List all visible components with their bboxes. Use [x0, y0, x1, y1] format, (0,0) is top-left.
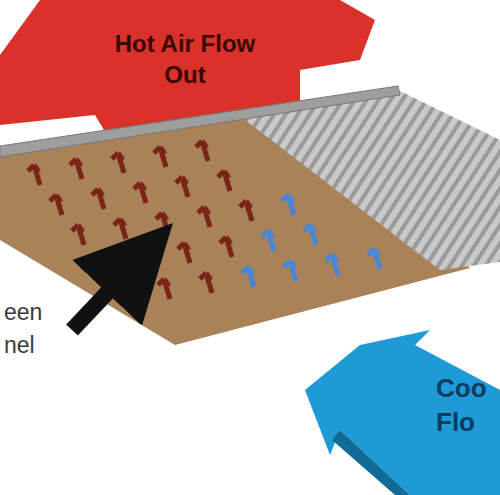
cool-air-arrow	[305, 330, 500, 495]
flow-arrow	[178, 243, 190, 263]
flow-arrow	[262, 231, 274, 251]
arrow-text: Coo Flo	[436, 372, 498, 440]
flow-arrow	[70, 159, 82, 179]
flow-arrow	[368, 249, 380, 269]
arrow-text: Hot Air Flow Out	[110, 28, 260, 90]
corrugated-cladding	[240, 90, 500, 270]
flow-arrow	[50, 195, 62, 215]
cool-air-label-box: Coo Flo	[436, 372, 498, 440]
flow-arrow	[200, 273, 212, 293]
flow-arrow	[284, 261, 296, 281]
flow-arrow	[28, 165, 40, 185]
flow-arrow	[218, 171, 230, 191]
flow-arrow	[240, 201, 252, 221]
flow-arrow	[114, 219, 126, 239]
flow-arrow	[158, 279, 170, 299]
cool-air-arrow-side	[332, 430, 410, 495]
flow-arrow	[112, 153, 124, 173]
flow-arrow	[198, 207, 210, 227]
flow-arrow	[156, 213, 168, 233]
flow-arrow	[242, 267, 254, 287]
flow-arrow	[326, 255, 338, 275]
flow-arrow	[94, 255, 106, 275]
flow-arrow	[196, 141, 208, 161]
flow-arrow	[154, 147, 166, 167]
flow-arrow	[304, 225, 316, 245]
flow-arrow	[134, 183, 146, 203]
panel-label: een nel	[4, 296, 54, 363]
flow-arrow	[72, 225, 84, 245]
flow-arrow	[176, 177, 188, 197]
pointer-arrow	[72, 258, 140, 330]
flow-arrow	[92, 189, 104, 209]
flow-arrow	[282, 195, 294, 215]
flow-arrow	[220, 237, 232, 257]
hot-air-label-box: Hot Air Flow Out	[110, 28, 260, 90]
flow-arrows	[28, 141, 380, 305]
